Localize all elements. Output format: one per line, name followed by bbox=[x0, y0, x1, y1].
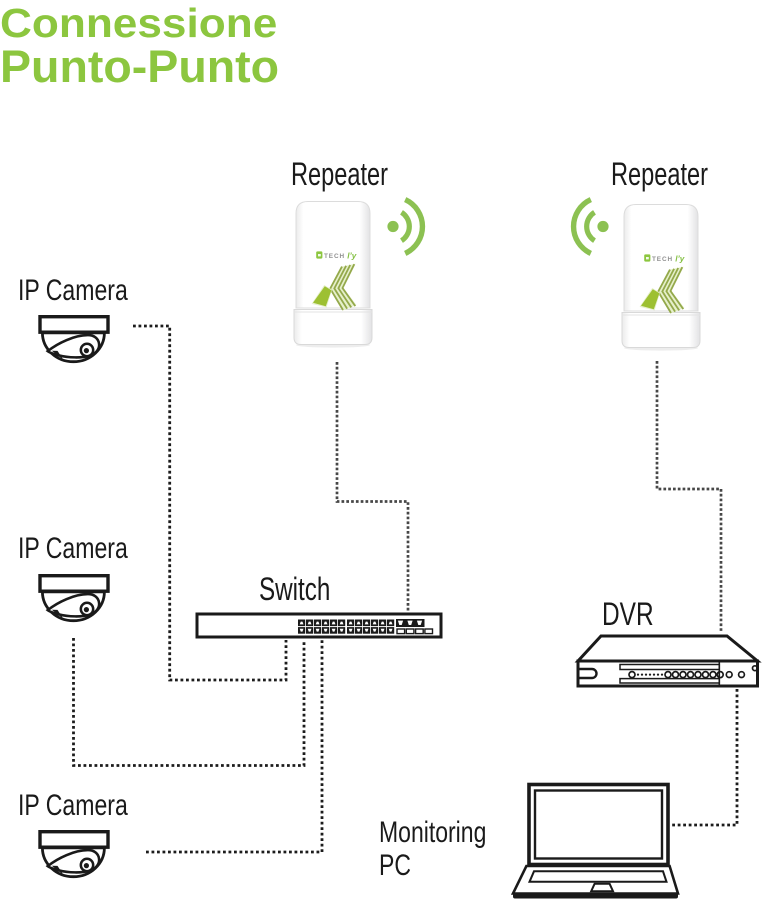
svg-text:l’y: l’y bbox=[347, 252, 357, 261]
svg-text:TECH: TECH bbox=[324, 253, 345, 260]
